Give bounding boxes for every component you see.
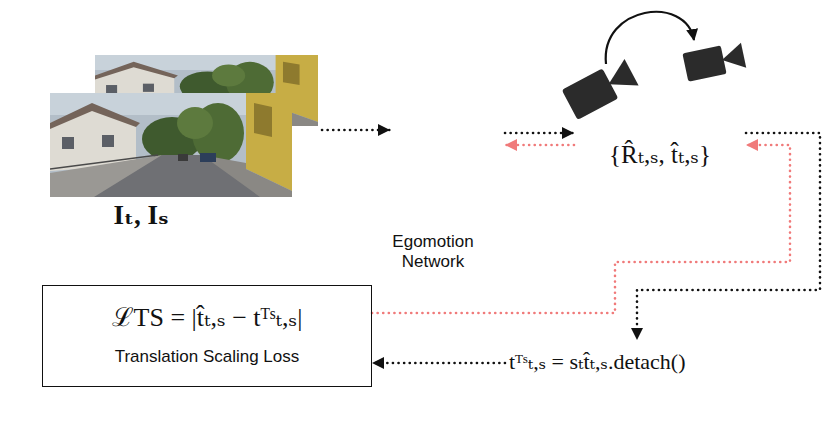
- motion-arrow: [606, 12, 694, 64]
- frame-gap: [50, 93, 292, 197]
- dotted-arrow: [322, 129, 390, 132]
- loss-box: ℒTS = |t̂ₜ,ₛ − tᵀˢₜ,ₛ| Translation Scalin…: [42, 285, 372, 387]
- video-frame: [50, 93, 292, 197]
- node-text: Iₜ, Iₛ: [48, 200, 234, 230]
- node-text: ℒTS = |t̂ₜ,ₛ − tᵀˢₜ,ₛ|: [112, 302, 303, 334]
- node-subtitle: Translation Scaling Loss: [115, 346, 300, 368]
- network-block: Egomotion Network: [390, 95, 505, 278]
- dotted-arrow: [505, 144, 574, 147]
- formula-node: tᵀˢₜ,ₛ = sₜt̂ₜ,ₛ.detach(): [505, 340, 795, 384]
- camera-icon: [682, 41, 746, 82]
- dotted-arrow: [372, 362, 505, 365]
- dotted-arrow: [505, 132, 574, 135]
- node-text: tᵀˢₜ,ₛ = sₜt̂ₜ,ₛ.detach(): [509, 348, 686, 376]
- camera-icon: [562, 57, 640, 120]
- pose-output: {R̂ₜ,ₛ, t̂ₜ,ₛ}: [574, 118, 746, 186]
- node-text: {R̂ₜ,ₛ, t̂ₜ,ₛ}: [609, 140, 711, 170]
- node-text: Egomotion Network: [390, 232, 476, 272]
- image-stack: Iₜ, Iₛ: [48, 52, 320, 244]
- dotted-arrow: [372, 145, 790, 313]
